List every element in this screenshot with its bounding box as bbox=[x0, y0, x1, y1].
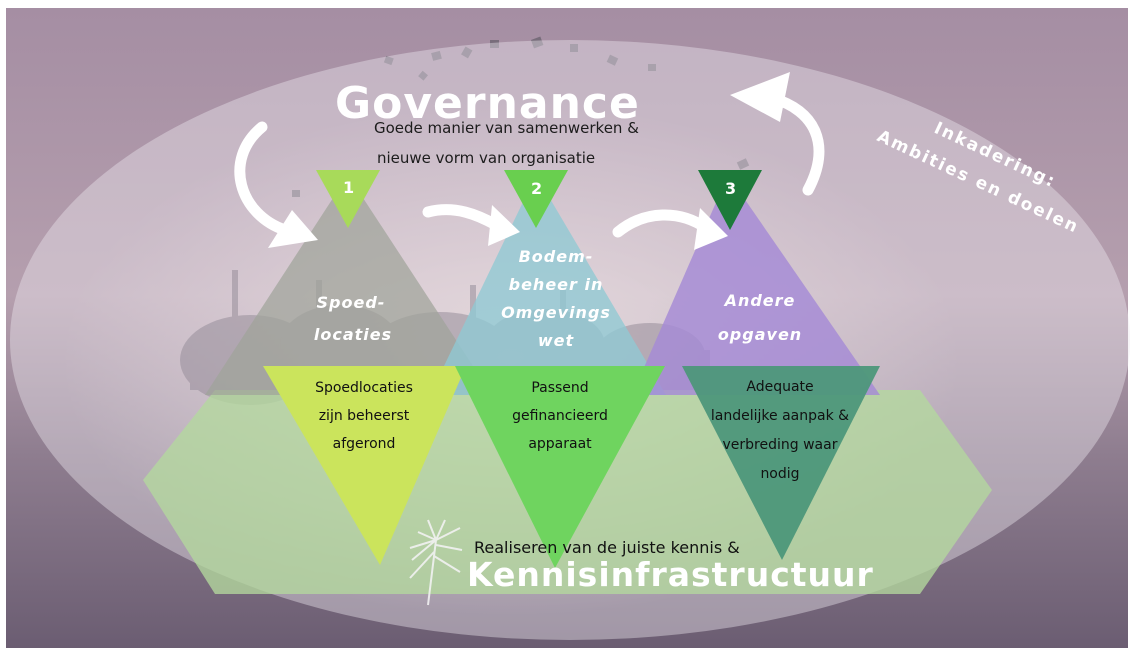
pillar-label-3-line-2: opgaven bbox=[718, 325, 802, 344]
governance-subtitle-line-1: Goede manier van samenwerken & bbox=[374, 119, 639, 137]
pillar-label-1-line-1: Spoed- bbox=[317, 293, 386, 312]
pillar-label-2-line-2: beheer in bbox=[509, 275, 604, 294]
pillar-label-2-line-1: Bodem- bbox=[519, 247, 594, 266]
goal-2-line-3: apparaat bbox=[528, 436, 592, 452]
governance-subtitle-line-2: nieuwe vorm van organisatie bbox=[377, 149, 595, 167]
curved-arrow-2-3-icon bbox=[612, 209, 712, 238]
pillar-triangle-3 bbox=[632, 175, 880, 395]
goal-triangle-3 bbox=[682, 366, 880, 560]
goal-triangle-1 bbox=[263, 366, 466, 565]
goal-2-line-2: gefinancieerd bbox=[512, 408, 608, 424]
goal-3-line-1: Adequate bbox=[746, 379, 813, 395]
badge-triangle-2 bbox=[504, 170, 568, 228]
arrow-heads bbox=[268, 72, 790, 250]
badge-triangle-1 bbox=[316, 170, 380, 228]
badge-triangle-3 bbox=[698, 170, 762, 230]
palm-leaf-icon bbox=[409, 519, 463, 606]
pillar-label-2-line-3: Omgevings bbox=[501, 303, 611, 322]
goal-1-line-2: zijn beheerst bbox=[319, 408, 410, 424]
pillar-label-2-line-4: wet bbox=[538, 331, 575, 350]
goal-2-line-1: Passend bbox=[531, 380, 588, 396]
footer-title: Kennisinfrastructuur bbox=[467, 555, 874, 594]
pillar-triangle-1 bbox=[205, 175, 492, 395]
goal-1-line-3: afgerond bbox=[333, 436, 396, 452]
goal-3-line-3: verbreding waar bbox=[723, 437, 838, 453]
goal-3-line-4: nodig bbox=[760, 466, 799, 482]
footer-subtitle: Realiseren van de juiste kennis & bbox=[474, 538, 740, 557]
graduation-caps bbox=[292, 36, 750, 197]
goal-triangle-2 bbox=[455, 366, 665, 568]
pillar-triangle-2 bbox=[430, 175, 666, 395]
governance-title: Governance bbox=[335, 78, 640, 129]
badge-number-2: 2 bbox=[531, 179, 542, 198]
pillar-label-3-line-1: Andere bbox=[723, 291, 796, 310]
goal-1-line-1: Spoedlocaties bbox=[315, 380, 413, 396]
badge-number-1: 1 bbox=[343, 178, 354, 197]
curved-arrow-right-icon bbox=[766, 92, 825, 196]
goal-3-line-2: landelijke aanpak & bbox=[711, 408, 849, 424]
curved-arrow-left-icon bbox=[234, 121, 291, 236]
badge-number-3: 3 bbox=[725, 179, 736, 198]
pillar-label-1-line-2: locaties bbox=[314, 325, 392, 344]
